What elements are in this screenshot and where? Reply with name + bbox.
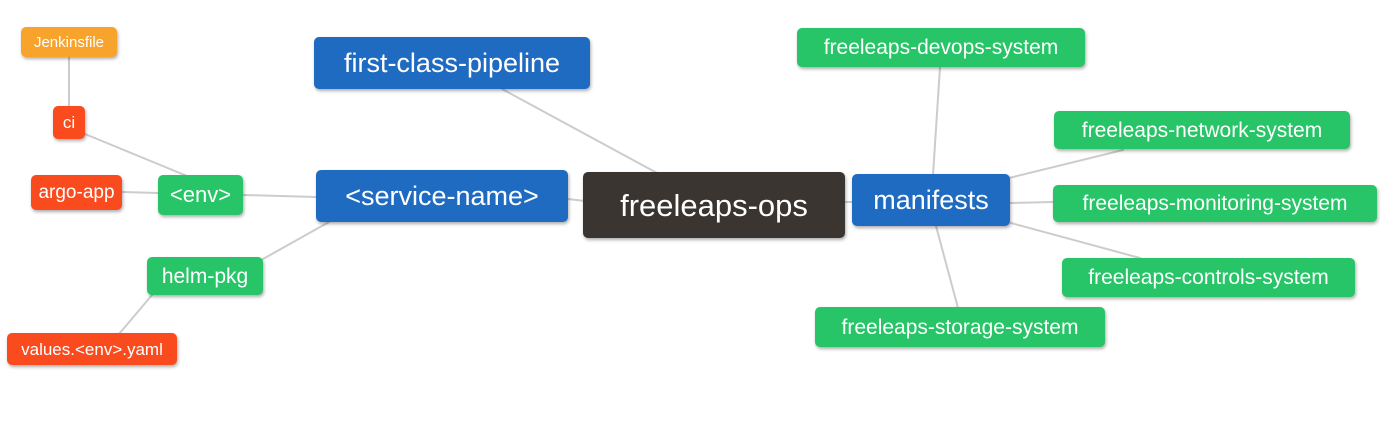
node-label: freeleaps-ops [620, 187, 808, 223]
node-label: <service-name> [345, 180, 539, 211]
node-label: manifests [873, 184, 989, 215]
node-label: ci [62, 113, 76, 132]
edge-helm-pkg-values-env-yaml [118, 294, 153, 335]
mindmap-node-freeleaps-ops[interactable]: freeleaps-ops [583, 172, 845, 238]
node-label: argo-app [38, 182, 115, 203]
node-label: freeleaps-storage-system [841, 315, 1079, 339]
node-label: helm-pkg [161, 264, 249, 288]
node-label: freeleaps-devops-system [823, 36, 1059, 59]
mindmap-node-freeleaps-controls-system[interactable]: freeleaps-controls-system [1062, 258, 1355, 297]
mindmap-node-manifests[interactable]: manifests [852, 174, 1010, 226]
node-label: freeleaps-network-system [1081, 118, 1323, 142]
mindmap-node-argo-app[interactable]: argo-app [31, 175, 122, 210]
node-label: Jenkinsfile [33, 33, 105, 51]
mindmap-node-freeleaps-devops-system[interactable]: freeleaps-devops-system [797, 28, 1085, 67]
mindmap-node-freeleaps-network-system[interactable]: freeleaps-network-system [1054, 111, 1350, 149]
mindmap-node-helm-pkg[interactable]: helm-pkg [147, 257, 263, 295]
edge-manifests-freeleaps-storage-system [935, 225, 959, 309]
mindmap-node-first-class-pipeline[interactable]: first-class-pipeline [314, 37, 590, 89]
mindmap-node-env[interactable]: <env> [158, 175, 243, 215]
mindmap-node-freeleaps-storage-system[interactable]: freeleaps-storage-system [815, 307, 1105, 347]
mindmap-node-service-name[interactable]: <service-name> [316, 170, 568, 222]
edge-manifests-freeleaps-monitoring-system [1009, 201, 1054, 204]
mindmap-node-ci[interactable]: ci [53, 106, 85, 139]
mindmap-node-freeleaps-monitoring-system[interactable]: freeleaps-monitoring-system [1053, 185, 1377, 222]
edge-argo-app-env [121, 191, 159, 194]
edge-ci-env [84, 133, 188, 177]
edge-service-name-helm-pkg [262, 221, 330, 260]
edge-manifests-freeleaps-devops-system [932, 66, 941, 176]
edge-first-class-pipeline-freeleaps-ops [501, 88, 658, 174]
mindmap-node-jenkinsfile[interactable]: Jenkinsfile [21, 27, 117, 57]
node-label: first-class-pipeline [343, 47, 561, 78]
edge-manifests-freeleaps-network-system [1008, 149, 1124, 179]
mindmap-node-values-env-yaml[interactable]: values.<env>.yaml [7, 333, 177, 365]
node-label: values.<env>.yaml [21, 339, 163, 359]
node-label: freeleaps-monitoring-system [1082, 192, 1348, 215]
edge-env-service-name [242, 194, 317, 198]
edge-manifests-freeleaps-controls-system [1010, 222, 1141, 259]
node-label: freeleaps-controls-system [1088, 266, 1329, 289]
node-label: <env> [169, 182, 232, 207]
